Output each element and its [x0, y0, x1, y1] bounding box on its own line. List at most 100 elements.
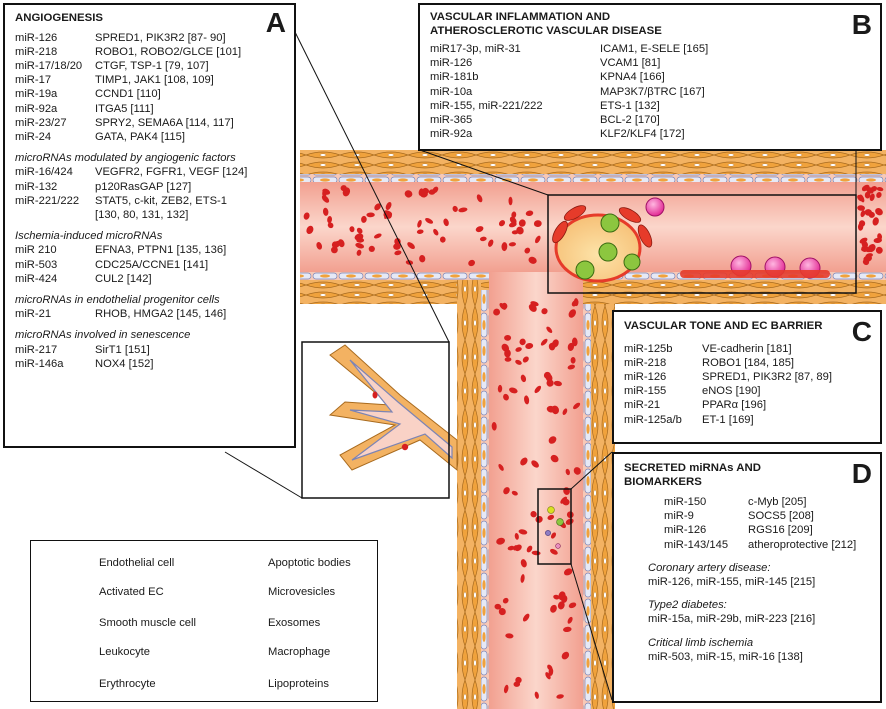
- mirna-row: [130, 80, 131, 132]: [15, 208, 284, 222]
- erythrocyte: [418, 188, 424, 196]
- erythrocyte: [433, 228, 439, 236]
- erythrocyte: [875, 246, 883, 254]
- erythrocyte: [425, 218, 434, 224]
- legend-item-macrophage: Macrophage: [268, 646, 331, 658]
- panel-a-letter: A: [265, 7, 286, 38]
- erythrocyte: [496, 537, 506, 545]
- mirna-name: miR-150: [664, 496, 707, 508]
- erythrocyte: [558, 591, 566, 601]
- erythrocyte: [876, 191, 882, 199]
- erythrocyte: [568, 309, 577, 318]
- erythrocyte: [475, 226, 484, 233]
- erythrocyte: [440, 236, 446, 243]
- erythrocyte: [498, 608, 506, 616]
- section-heading: microRNAs involved in senescence: [15, 329, 191, 342]
- erythrocyte: [499, 302, 507, 310]
- erythrocyte: [504, 357, 512, 362]
- mirna-target: EFNA3, PTPN1 [135, 136]: [95, 244, 227, 257]
- legend-item-activated-ec: Activated EC: [99, 586, 164, 598]
- erythrocyte: [404, 190, 413, 198]
- erythrocyte: [491, 422, 497, 431]
- mirna-target: SOCS5 [208]: [748, 510, 814, 523]
- panel-b-title: VASCULAR INFLAMMATION AND ATHEROSCLEROTI…: [430, 11, 662, 37]
- mirna-target: TIMP1, JAK1 [108, 109]: [95, 74, 214, 87]
- erythrocyte: [524, 395, 530, 405]
- mirna-target: eNOS [190]: [702, 385, 761, 398]
- mirna-name: miR-21: [15, 308, 52, 321]
- erythrocyte: [520, 559, 527, 568]
- erythrocyte: [327, 216, 333, 224]
- erythrocyte: [570, 357, 576, 364]
- erythrocyte: [565, 468, 570, 476]
- erythrocyte: [553, 594, 560, 600]
- erythrocyte: [561, 651, 570, 660]
- mirna-target: KPNA4 [166]: [600, 71, 665, 84]
- erythrocyte: [867, 244, 876, 253]
- erythrocyte: [541, 308, 548, 315]
- mirna-name: miR-218: [15, 45, 58, 58]
- erythrocyte: [356, 249, 362, 256]
- erythrocyte: [522, 356, 529, 363]
- mirna-name: miR-424: [15, 272, 58, 285]
- erythrocyte: [863, 255, 873, 262]
- erythrocytes: [303, 184, 884, 699]
- erythrocyte: [458, 207, 468, 213]
- mirna-target: c-Myb [205]: [748, 496, 807, 508]
- erythrocyte: [857, 222, 864, 231]
- erythrocyte: [479, 236, 487, 242]
- mirna-target: ICAM1, E-SELE [165]: [600, 43, 709, 55]
- section-heading: Ischemia-induced microRNAs: [15, 230, 163, 243]
- erythrocyte: [518, 529, 528, 535]
- panel-d-groups: Coronary artery disease:miR-126, miR-155…: [624, 561, 870, 664]
- callout-box-d: [537, 488, 572, 565]
- erythrocyte: [322, 189, 327, 197]
- erythrocyte: [519, 338, 526, 346]
- erythrocyte: [316, 241, 323, 250]
- mirna-target: VE-cadherin [181]: [702, 342, 792, 355]
- erythrocyte: [407, 242, 415, 250]
- erythrocyte: [511, 211, 517, 219]
- erythrocyte: [548, 667, 554, 676]
- mirna-target: CCND1 [110]: [95, 88, 161, 101]
- mirna-name: miR-23/27: [15, 116, 67, 129]
- panel-c-title: VASCULAR TONE AND EC BARRIER: [624, 320, 823, 332]
- erythrocyte: [498, 463, 504, 471]
- erythrocyte: [340, 185, 347, 192]
- mirna-name: miR-10a: [430, 85, 473, 98]
- erythrocyte: [508, 242, 516, 247]
- erythrocyte: [522, 613, 530, 622]
- mirna-name: miR-155, miR-221/222: [430, 99, 543, 112]
- erythrocyte: [550, 548, 558, 555]
- mirna-target: atheroprotective [212]: [748, 538, 857, 551]
- erythrocyte: [443, 218, 449, 227]
- callout-box-b: [547, 194, 857, 294]
- mirna-target: ROBO1 [184, 185]: [702, 356, 795, 369]
- erythrocyte: [556, 694, 564, 699]
- legend-item-exosomes: Exosomes: [268, 617, 321, 629]
- mirna-target: ET-1 [169]: [702, 413, 754, 426]
- mirna-target: SPRY2, SEMA6A [114, 117]: [95, 116, 234, 129]
- mirna-target: SirT1 [151]: [95, 343, 150, 356]
- erythrocyte: [548, 436, 557, 444]
- erythrocyte: [546, 326, 553, 334]
- erythrocyte: [503, 393, 509, 401]
- mirna-name: miR-92a: [15, 102, 58, 115]
- erythrocyte: [546, 405, 556, 413]
- mirna-target: [130, 80, 131, 132]: [95, 208, 189, 221]
- mirna-target: VCAM1 [81]: [600, 57, 661, 70]
- erythrocyte: [368, 245, 375, 252]
- mirna-target: SPRED1, PIK3R2 [87- 90]: [95, 31, 226, 44]
- section-heading: microRNAs modulated by angiogenic factor…: [15, 152, 236, 165]
